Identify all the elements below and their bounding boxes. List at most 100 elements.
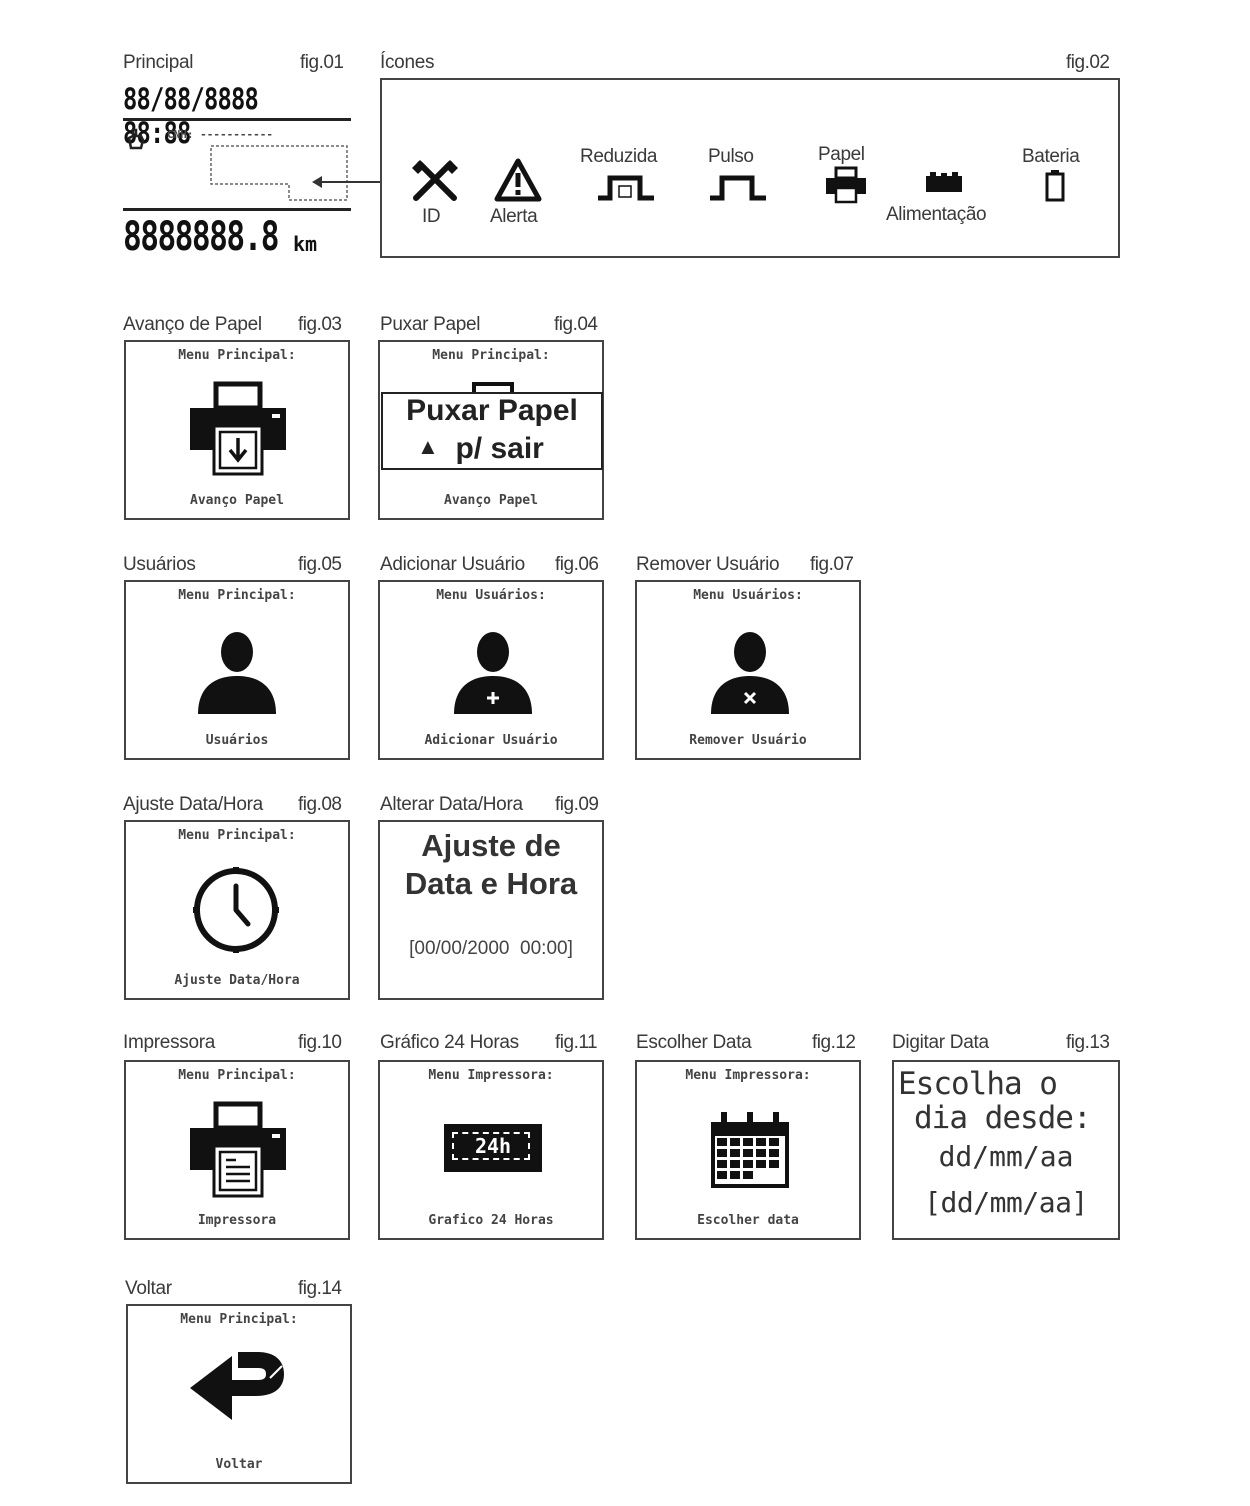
calendar-icon	[711, 1112, 789, 1188]
screen-escolher-data: Menu Impressora: Escolher data	[635, 1060, 861, 1240]
menu-header: Menu Principal:	[180, 1312, 298, 1327]
icon-label-bateria: Bateria	[1022, 146, 1080, 167]
menu-footer: Avanço Papel	[190, 493, 284, 508]
date-time-title-line2: Data e Hora	[404, 866, 578, 901]
return-arrow-icon	[190, 1352, 284, 1420]
printer-icon	[190, 1101, 286, 1198]
icons-legend-panel: ID Alerta Reduzida Pulso Papel Alimentaç…	[380, 78, 1120, 258]
menu-footer: Avanço Papel	[444, 493, 538, 508]
popup-title: Puxar Papel	[406, 394, 578, 427]
menu-footer: Voltar	[215, 1457, 263, 1472]
fig-number-05: fig.05	[298, 554, 342, 575]
icon-label-reduzida: Reduzida	[580, 146, 658, 167]
add-user-icon	[454, 632, 532, 714]
caption-impressora: Impressora	[123, 1032, 216, 1053]
screen-usuarios: Menu Principal: Usuários	[124, 580, 350, 760]
caption-principal: Principal	[123, 52, 194, 73]
caption-avanco-papel: Avanço de Papel	[123, 314, 262, 335]
clock-icon	[193, 867, 279, 953]
printer-paper-icon	[826, 166, 866, 204]
chart-24h-icon: 24h	[444, 1124, 542, 1172]
caption-grafico-24h: Gráfico 24 Horas	[380, 1032, 519, 1053]
popup-instruction-text: p/ sair	[455, 432, 544, 465]
prompt-line2: dia desde:	[914, 1100, 1092, 1136]
fig-number-13: fig.13	[1066, 1032, 1110, 1053]
menu-header: Menu Usuários:	[693, 588, 803, 603]
printer-top-icon	[472, 382, 514, 394]
tools-id-icon	[412, 160, 458, 201]
menu-header: Menu Principal:	[178, 348, 296, 363]
fig-number-07: fig.07	[810, 554, 854, 575]
fig-number-09: fig.09	[555, 794, 599, 815]
prompt-line1: Escolha o	[898, 1066, 1058, 1102]
popup-puxar-papel: Puxar Papel ▲ p/ sair	[381, 392, 603, 470]
menu-header: Menu Impressora:	[428, 1068, 554, 1083]
icon-placeholder-area	[210, 145, 348, 201]
up-triangle-icon: ▲	[417, 434, 439, 459]
caption-puxar-papel: Puxar Papel	[380, 314, 481, 335]
odometer-unit: km	[293, 232, 318, 256]
menu-header: Menu Principal:	[178, 828, 296, 843]
fig-number-10: fig.10	[298, 1032, 342, 1053]
fig-number-04: fig.04	[554, 314, 598, 335]
screen-avanco-papel: Menu Principal: Avanço Papel	[124, 340, 350, 520]
icon-label-pulso: Pulso	[708, 146, 754, 167]
fig-number-12: fig.12	[812, 1032, 856, 1053]
menu-footer: Usuários	[205, 733, 269, 748]
popup-instruction: ▲ p/ sair	[417, 432, 544, 466]
arrow-left-icon	[312, 176, 382, 188]
chart-24h-label: 24h	[474, 1134, 512, 1158]
menu-footer: Ajuste Data/Hora	[174, 973, 300, 988]
fig-number-02: fig.02	[1066, 52, 1110, 73]
pulse-icon	[710, 175, 766, 201]
caption-voltar: Voltar	[125, 1278, 172, 1299]
screen-ajuste-data-hora: Menu Principal: Ajuste Data/Hora	[124, 820, 350, 1000]
screen-alterar-data-hora: Ajuste de Data e Hora [00/00/2000 00:00]	[378, 820, 604, 1000]
screen-voltar: Menu Principal: Voltar	[126, 1304, 352, 1484]
reduced-pulse-icon	[598, 175, 654, 201]
menu-footer: Impressora	[197, 1213, 277, 1228]
menu-header: Menu Usuários:	[436, 588, 546, 603]
caption-alterar-data-hora: Alterar Data/Hora	[380, 794, 523, 815]
screen-remover-usuario: Menu Usuários: Remover Usuário	[635, 580, 861, 760]
odometer-value: 8888888.8	[123, 214, 280, 260]
date-input-value: [dd/mm/aa]	[924, 1186, 1088, 1219]
screen-grafico-24h: Menu Impressora: 24h Grafico 24 Horas	[378, 1060, 604, 1240]
screen-impressora: Menu Principal: Impressora	[124, 1060, 350, 1240]
menu-header: Menu Impressora:	[685, 1068, 811, 1083]
menu-footer: Grafico 24 Horas	[428, 1213, 554, 1228]
hand-icon	[127, 128, 145, 150]
cnh-field: CNH: -----------	[167, 128, 273, 141]
icon-label-alerta: Alerta	[490, 206, 538, 227]
icon-label-alimentacao: Alimentação	[886, 204, 987, 225]
main-display-screen: 88/88/8888 88:88 CNH: ----------- 888888…	[123, 78, 353, 268]
divider-line	[123, 208, 351, 211]
divider-line	[123, 118, 351, 121]
date-format-hint: dd/mm/aa	[938, 1140, 1074, 1173]
caption-remover-usuario: Remover Usuário	[636, 554, 780, 575]
menu-header: Menu Principal:	[432, 348, 550, 363]
battery-icon	[1045, 170, 1065, 202]
menu-footer: Escolher data	[697, 1213, 799, 1228]
menu-header: Menu Principal:	[178, 1068, 296, 1083]
fig-number-08: fig.08	[298, 794, 342, 815]
caption-adicionar-usuario: Adicionar Usuário	[380, 554, 525, 575]
caption-icones: Ícones	[380, 52, 435, 73]
screen-digitar-data: Escolha o dia desde: dd/mm/aa [dd/mm/aa]	[892, 1060, 1120, 1240]
user-icon	[198, 632, 276, 714]
warning-icon	[494, 158, 542, 202]
menu-footer: Remover Usuário	[689, 733, 807, 748]
menu-footer: Adicionar Usuário	[424, 733, 558, 748]
remove-user-icon	[711, 632, 789, 714]
caption-usuarios: Usuários	[123, 554, 196, 575]
date-time-title-line1: Ajuste de	[421, 828, 561, 863]
menu-header: Menu Principal:	[178, 588, 296, 603]
icon-label-papel: Papel	[818, 144, 865, 165]
screen-adicionar-usuario: Menu Usuários: Adicionar Usuário	[378, 580, 604, 760]
caption-escolher-data: Escolher Data	[636, 1032, 752, 1053]
icon-label-id: ID	[422, 206, 441, 227]
power-supply-icon	[926, 172, 962, 192]
datetime-readout: 88/88/8888 88:88	[123, 82, 259, 150]
date-time-value: [00/00/2000 00:00]	[409, 938, 573, 959]
fig-number-14: fig.14	[298, 1278, 342, 1299]
